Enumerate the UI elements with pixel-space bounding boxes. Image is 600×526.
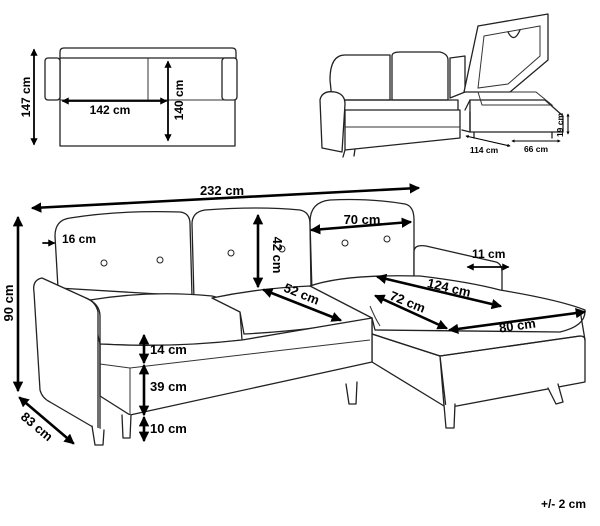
small-left-arm (319, 91, 346, 153)
chaise-width-dimension-line (447, 307, 587, 335)
total-width-label: 232 cm (200, 183, 244, 198)
base-height-label: 39 cm (150, 379, 187, 394)
small-chaise-length-line (465, 134, 511, 148)
main-sofa-view: 232 cm 16 cm 90 cm 83 cm 42 cm 70 cm 52 … (1, 183, 587, 446)
cushion-height-label: 14 cm (150, 342, 187, 357)
tolerance-note: +/- 2 cm (541, 497, 586, 511)
small-back-left (329, 54, 391, 101)
chaise-arm-label: 11 cm (472, 247, 505, 261)
sofa-front-base (99, 317, 373, 416)
chaise-inner-dimension-line (374, 294, 448, 330)
small-open-lid (463, 13, 549, 93)
seat-depth-dimension-line (262, 288, 342, 322)
back-cushion-left (54, 210, 193, 297)
top-view-right-arm (221, 57, 238, 101)
back-height-label: 42 cm (270, 237, 285, 274)
leg-height-label: 10 cm (150, 421, 187, 436)
chaise-length-dimension-line (375, 273, 503, 310)
top-length-label: 140 cm (172, 80, 186, 121)
small-storage-height-label: 19 cm (555, 113, 565, 138)
top-view-left-arm (44, 57, 61, 101)
back-width-dimension-line (309, 217, 413, 235)
height-label: 90 cm (1, 285, 16, 322)
top-view: 147 cm 142 cm 140 cm (19, 47, 238, 147)
depth-label: 83 cm (18, 409, 56, 444)
small-chaise-width-label: 66 cm (524, 144, 549, 154)
leg-front-left (91, 425, 105, 446)
arm-width-label: 16 cm (62, 232, 96, 246)
chaise-base (439, 335, 586, 409)
leg-chaise-front (443, 403, 456, 429)
small-storage-view: 114 cm 66 cm 19 cm (319, 13, 570, 158)
chaise-width-label: 80 cm (498, 316, 537, 336)
depth-dimension-line (18, 396, 75, 445)
top-depth-label: 147 cm (19, 77, 33, 118)
top-width-label: 142 cm (90, 103, 131, 117)
total-width-dimension-line (30, 183, 421, 213)
left-arm (33, 277, 99, 431)
small-chaise-length-label: 114 cm (470, 145, 499, 155)
back-width-label: 70 cm (344, 212, 381, 227)
